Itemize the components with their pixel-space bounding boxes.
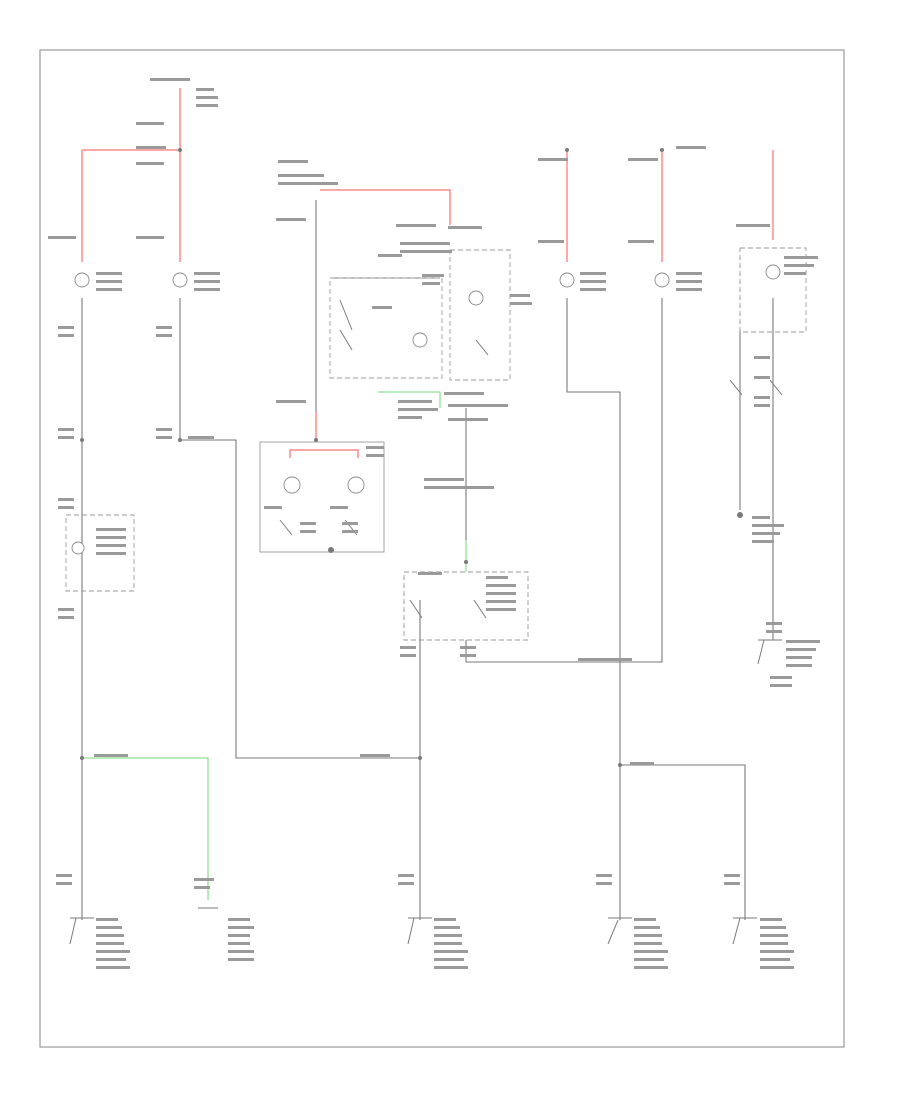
- lamp-icon: [654, 272, 670, 288]
- power-feed-wires: [81, 88, 774, 458]
- lamp-icon: [765, 264, 781, 280]
- connector-dots: [80, 148, 743, 767]
- lamp-icon: [74, 272, 90, 288]
- lamp-icon: [172, 272, 188, 288]
- lamp-icon: [468, 290, 484, 306]
- lamp-icon: [412, 332, 428, 348]
- lamp-symbols: [71, 264, 781, 555]
- switch-symbols: [279, 299, 783, 619]
- label-marks: [48, 78, 820, 969]
- ground-switches: [69, 639, 782, 945]
- lamp-icon: [71, 541, 85, 555]
- lamp-icon: [559, 272, 575, 288]
- lamp-icon: [347, 476, 365, 494]
- circuit-wires: [81, 200, 774, 920]
- component-boxes: [65, 247, 807, 641]
- lamp-icon: [283, 476, 301, 494]
- diagram-frame: [39, 49, 845, 1048]
- ground-green-wires: [82, 391, 467, 900]
